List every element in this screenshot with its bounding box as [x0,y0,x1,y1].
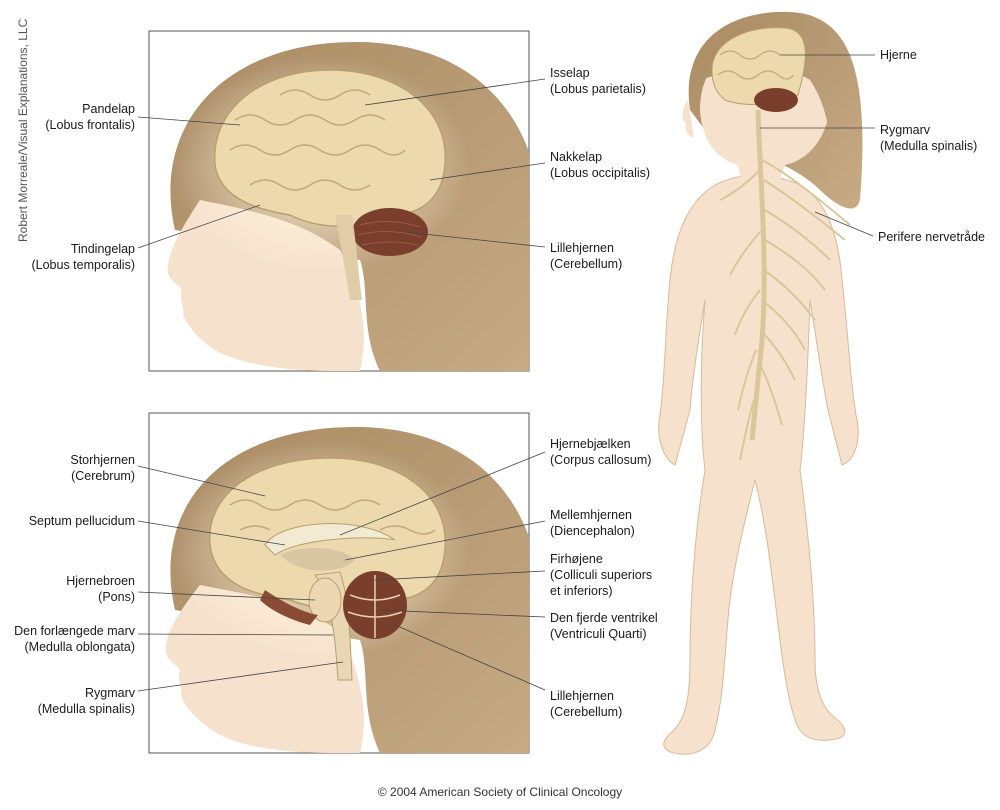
top-head-panel [148,30,530,372]
label-peripheral-nerves: Perifere nervetråde [878,230,986,244]
leader-lines [137,54,875,692]
bottom-head-panel [148,412,530,754]
label-temporal-lobe: Tindingelap (Lobus temporalis) [31,242,135,272]
label-pons: Hjernebroen (Pons) [66,574,135,604]
copyright-notice: © 2004 American Society of Clinical Onco… [377,785,623,799]
label-occipital-lobe: Nakkelap (Lobus occipitalis) [550,150,651,180]
illustrator-credit: Robert Morreale/Visual Explanations, LLC [16,18,30,242]
label-septum-pellucidum: Septum pellucidum [28,514,135,528]
label-colliculi: Firhøjene (Colliculi superiors et inferi… [550,552,653,598]
label-cerebrum: Storhjernen (Cerebrum) [70,453,135,483]
label-corpus-callosum: Hjernebjælken (Corpus callosum) [550,437,652,467]
label-spinal-cord-body: Rygmarv (Medulla spinalis) [880,123,978,153]
label-diencephalon: Mellemhjernen (Diencephalon) [550,508,635,538]
label-cerebellum-bottom: Lillehjernen (Cerebellum) [550,689,623,719]
label-frontal-lobe: Pandelap (Lobus frontalis) [45,102,135,132]
label-fourth-ventricle: Den fjerde ventrikel (Ventriculi Quarti) [550,611,658,641]
label-brain: Hjerne [880,48,917,62]
label-parietal-lobe: Isselap (Lobus parietalis) [550,66,646,96]
label-medulla-oblongata: Den forlængede marv (Medulla oblongata) [14,624,135,654]
label-spinal-cord-bottom: Rygmarv (Medulla spinalis) [37,686,135,716]
child-body-figure [658,11,863,755]
label-cerebellum-top: Lillehjernen (Cerebellum) [550,241,623,271]
